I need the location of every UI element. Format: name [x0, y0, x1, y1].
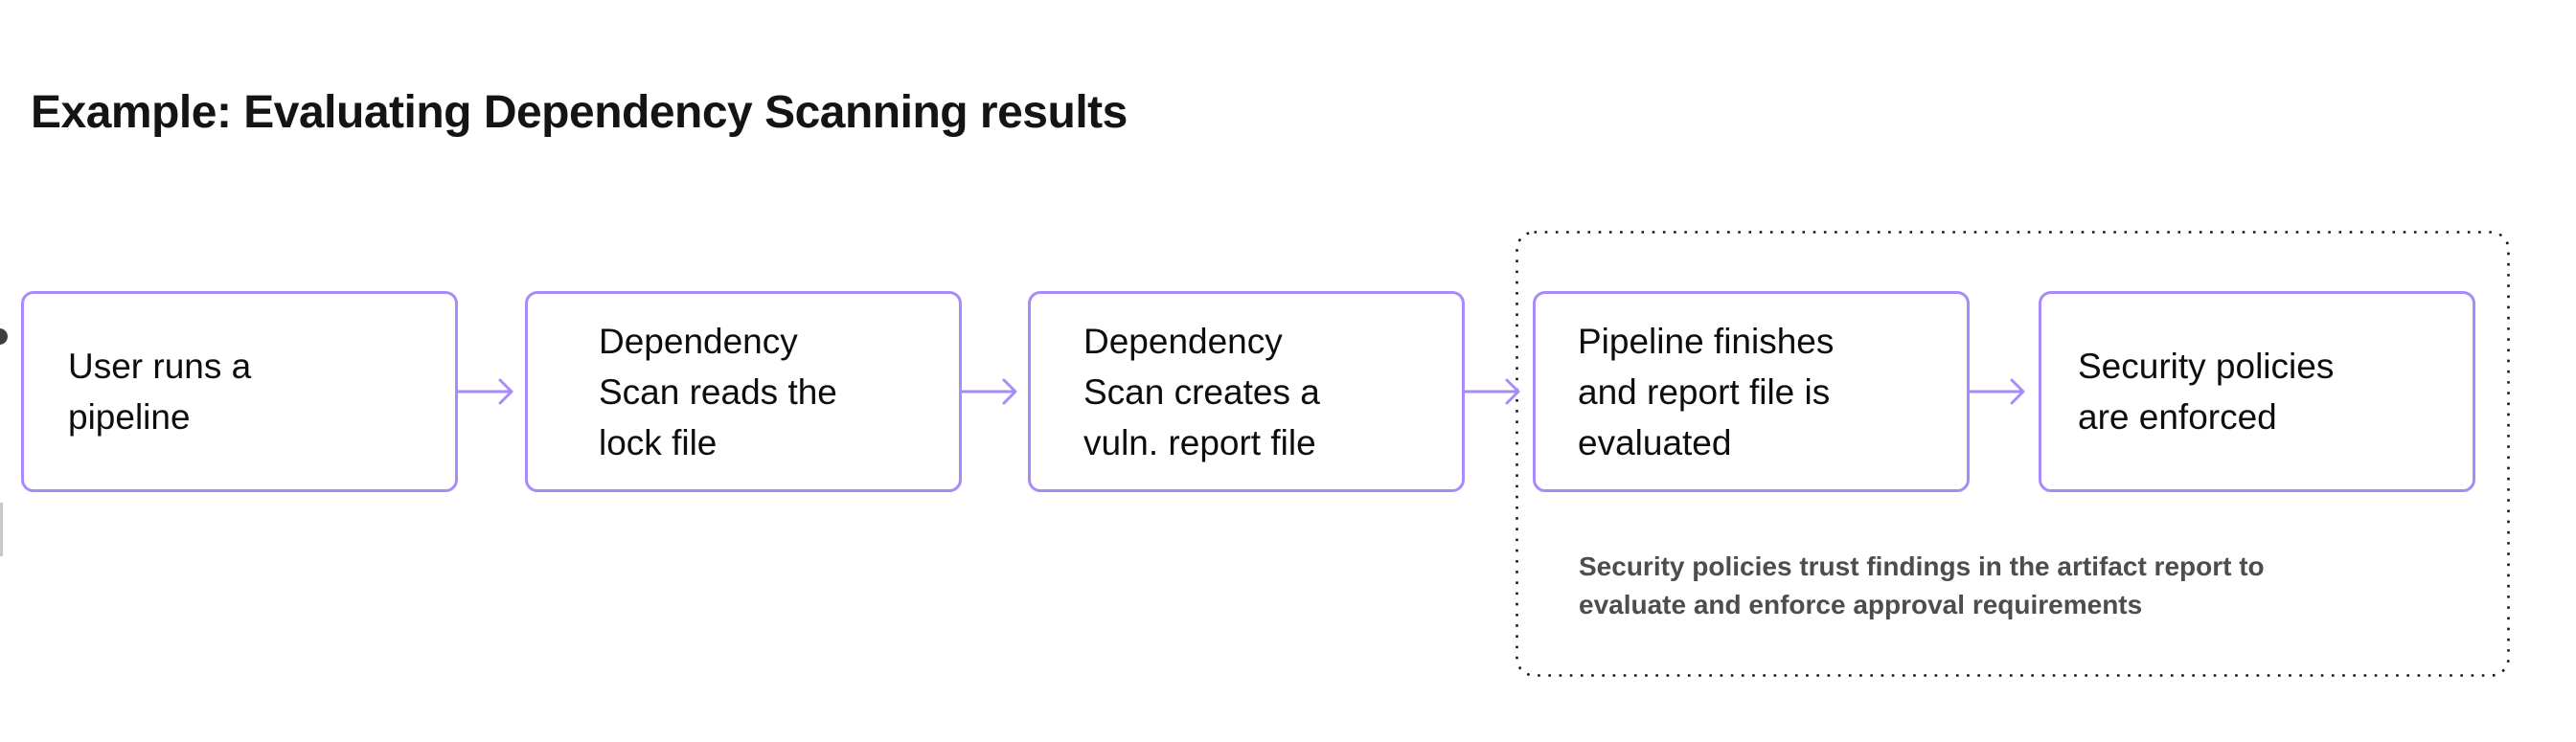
node-label: Pipeline finishes and report file is eva…: [1578, 321, 1835, 462]
flow-node-pipeline-finishes: Pipeline finishes and report file is eva…: [1533, 291, 1970, 492]
clipped-edge-artifact: [0, 503, 3, 556]
clipped-node-artifact: [0, 328, 8, 345]
flow-arrow-icon: [1970, 378, 2025, 405]
flow-node-policies-enforced: Security policies are enforced: [2039, 291, 2475, 492]
policy-evaluation-group: [1516, 231, 2510, 677]
dotted-border: [1516, 231, 2510, 677]
group-note: Security policies trust findings in the …: [1579, 551, 2265, 619]
page-title: Example: Evaluating Dependency Scanning …: [31, 87, 1128, 138]
flow-arrow-icon: [458, 378, 513, 405]
node-label: Security policies are enforced: [2078, 347, 2335, 437]
flow-node-scan-creates-report: Dependency Scan creates a vuln. report f…: [1028, 291, 1465, 492]
node-label: Dependency Scan creates a vuln. report f…: [1083, 321, 1320, 462]
node-label: Dependency Scan reads the lock file: [599, 321, 837, 462]
flow-node-scan-reads-lock-file: Dependency Scan reads the lock file: [525, 291, 962, 492]
flow-arrow-icon: [962, 378, 1017, 405]
flow-arrow-icon: [1465, 378, 1520, 405]
flow-node-user-runs-pipeline: User runs a pipeline: [21, 291, 458, 492]
node-label: User runs a pipeline: [68, 347, 252, 437]
